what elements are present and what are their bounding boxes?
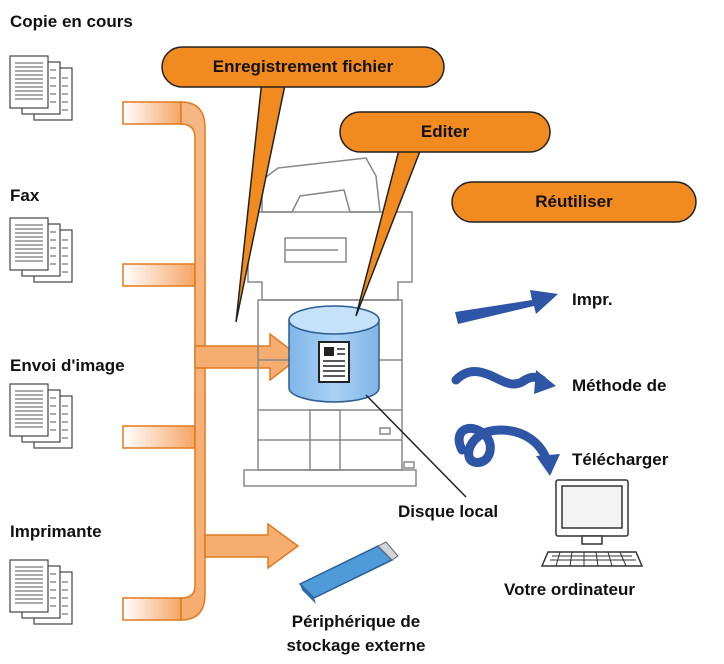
callout-edit-text: Editer xyxy=(420,122,470,141)
callout-file-save-text: Enregistrement fichier xyxy=(212,57,394,76)
callout-file-save xyxy=(161,46,445,323)
output-label-download: Télécharger xyxy=(572,450,669,469)
disk-leader-line xyxy=(365,394,467,498)
external-storage-label-line1: Périphérique de xyxy=(291,612,421,631)
flow-arrow-to-disk xyxy=(194,332,302,382)
print-arrow-icon xyxy=(455,290,558,324)
download-arrow-icon xyxy=(454,424,560,476)
local-disk-label: Disque local xyxy=(398,502,499,521)
flow-bracket xyxy=(122,101,206,621)
document-stack-icon xyxy=(9,217,73,283)
usb-storage-icon xyxy=(298,541,399,604)
document-stack-icon xyxy=(9,383,73,449)
callout-reuse xyxy=(451,181,697,223)
document-stack-icon xyxy=(9,559,73,625)
source-label-fax: Fax xyxy=(10,186,40,205)
document-stack-icon xyxy=(9,55,73,121)
output-label-print: Impr. xyxy=(572,290,613,309)
flow-arrow-to-usb xyxy=(204,522,300,570)
computer-label: Votre ordinateur xyxy=(504,580,635,599)
external-storage-label-line2: stockage externe xyxy=(286,636,426,655)
source-label-printer: Imprimante xyxy=(10,522,102,541)
send-arrow-icon xyxy=(451,367,556,394)
source-label-image-send: Envoi d'image xyxy=(10,356,125,375)
local-disk-icon xyxy=(288,305,380,403)
callout-reuse-text: Réutiliser xyxy=(535,192,613,211)
output-label-send-method: Méthode de xyxy=(572,376,667,395)
source-label-copy: Copie en cours xyxy=(10,12,133,31)
computer-icon xyxy=(540,479,644,567)
callout-edit xyxy=(339,111,551,317)
